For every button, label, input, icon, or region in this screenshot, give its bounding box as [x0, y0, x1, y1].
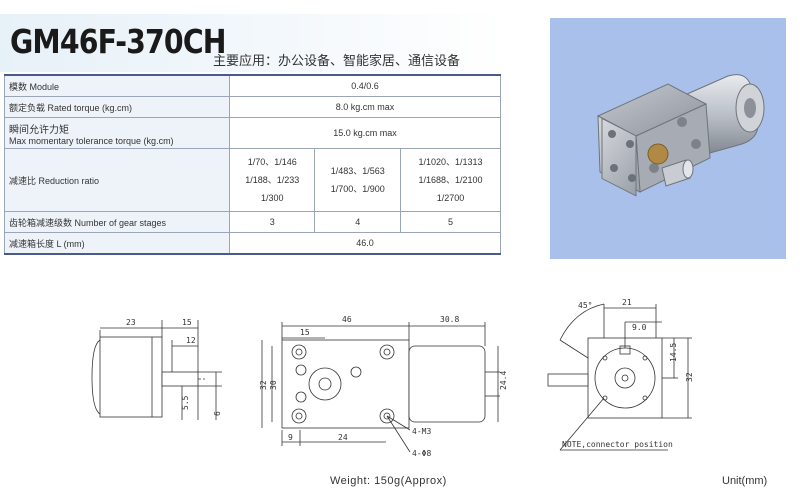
weight-label: Weight: 150g(Approx): [330, 475, 447, 487]
dim-15: 15: [182, 318, 192, 327]
spec-value: 5: [399, 211, 502, 233]
spec-value: 4: [314, 211, 401, 233]
spec-row-reduction-ratio: 减速比 Reduction ratio 1/70、1/146 1/188、1/2…: [4, 148, 502, 212]
side-view: 23 15 12 5.5 6: [91, 318, 222, 420]
dim-45-deg: 45°: [578, 301, 592, 310]
dim-30: 30: [269, 380, 278, 390]
spec-row-rated-torque: 额定负载 Rated torque (kg.cm) 8.0 kg.cm max: [4, 96, 501, 118]
gear-motor-image: [596, 74, 765, 197]
spec-row-momentary-torque: 瞬间允许力矩 Max momentary tolerance torque (k…: [4, 117, 501, 149]
dim-4-m3: 4-M3: [412, 427, 431, 436]
ratio-line: 1/1688、1/2100: [418, 175, 483, 185]
dim-32: 32: [259, 380, 268, 390]
dim-30-8: 30.8: [440, 315, 459, 324]
dim-23: 23: [126, 318, 136, 327]
spec-label: 模数 Module: [4, 74, 230, 97]
dim-15b: 15: [300, 328, 310, 337]
spec-value: 15.0 kg.cm max: [229, 117, 501, 149]
product-subtitle: 主要应用：办公设备、智能家居、通信设备: [213, 53, 461, 68]
ratio-cell-5-stage: 1/1020、1/1313 1/1688、1/2100 1/2700: [399, 148, 502, 212]
spec-label-en: Max momentary tolerance torque (kg.cm): [9, 135, 174, 146]
dim-9: 9: [288, 433, 293, 442]
spec-label: 瞬间允许力矩 Max momentary tolerance torque (k…: [4, 117, 230, 149]
ratio-line: 1/188、1/233: [245, 175, 300, 185]
dim-9-0: 9.0: [632, 323, 647, 332]
ratio-line: 1/700、1/900: [330, 184, 385, 194]
end-view: 45° 21 9.0 14.5 32 NOTE,connector positi…: [547, 298, 694, 451]
spec-label: 额定负载 Rated torque (kg.cm): [4, 96, 230, 118]
spec-value: 0.4/0.6: [229, 74, 501, 97]
spec-value: 8.0 kg.cm max: [229, 96, 501, 118]
spec-row-gearbox-length: 减速箱长度 L (mm) 46.0: [4, 232, 501, 255]
spec-value: 46.0: [229, 232, 501, 255]
dim-5-5: 5.5: [181, 395, 190, 410]
dim-14-5: 14.5: [669, 343, 678, 362]
spec-label-cn: 瞬间允许力矩: [9, 124, 69, 136]
dim-6: 6: [213, 411, 222, 416]
dim-24-4: 24.4: [499, 371, 508, 390]
unit-label: Unit(mm): [722, 475, 768, 487]
ratio-line: 1/1020、1/1313: [418, 157, 483, 167]
spec-row-gear-stages: 齿轮箱减速级数 Number of gear stages 3 4 5: [4, 211, 502, 233]
product-photo: [550, 18, 786, 259]
spec-label: 减速比 Reduction ratio: [4, 148, 230, 212]
spec-value: 3: [228, 211, 316, 233]
dim-12: 12: [186, 336, 196, 345]
product-title: GM46F-370CH: [10, 22, 227, 61]
dim-32b: 32: [685, 372, 694, 382]
spec-label: 减速箱长度 L (mm): [4, 232, 230, 255]
spec-table: 模数 Module 0.4/0.6 额定负载 Rated torque (kg.…: [4, 74, 502, 255]
ratio-line: 1/70、1/146: [247, 157, 297, 167]
technical-drawing: 23 15 12 5.5 6 46 30.8 15 32: [91, 298, 694, 458]
dim-21: 21: [622, 298, 632, 307]
ratio-cell-3-stage: 1/70、1/146 1/188、1/233 1/300: [228, 148, 316, 212]
ratio-line: 1/483、1/563: [330, 166, 385, 176]
dim-4-phi8: 4-Φ8: [412, 449, 431, 458]
spec-label: 齿轮箱减速级数 Number of gear stages: [4, 211, 230, 233]
dim-24: 24: [338, 433, 348, 442]
spec-row-module: 模数 Module 0.4/0.6: [4, 74, 501, 97]
front-view: 46 30.8 15 32 30 9 24 24.4 4-M3 4-Φ8: [259, 315, 508, 458]
dim-46: 46: [342, 315, 352, 324]
connector-note: NOTE,connector position: [562, 440, 673, 449]
ratio-line: 1/2700: [436, 193, 465, 203]
header-band: [0, 14, 505, 72]
ratio-cell-4-stage: 1/483、1/563 1/700、1/900: [314, 148, 401, 212]
ratio-line: 1/300: [260, 193, 284, 203]
